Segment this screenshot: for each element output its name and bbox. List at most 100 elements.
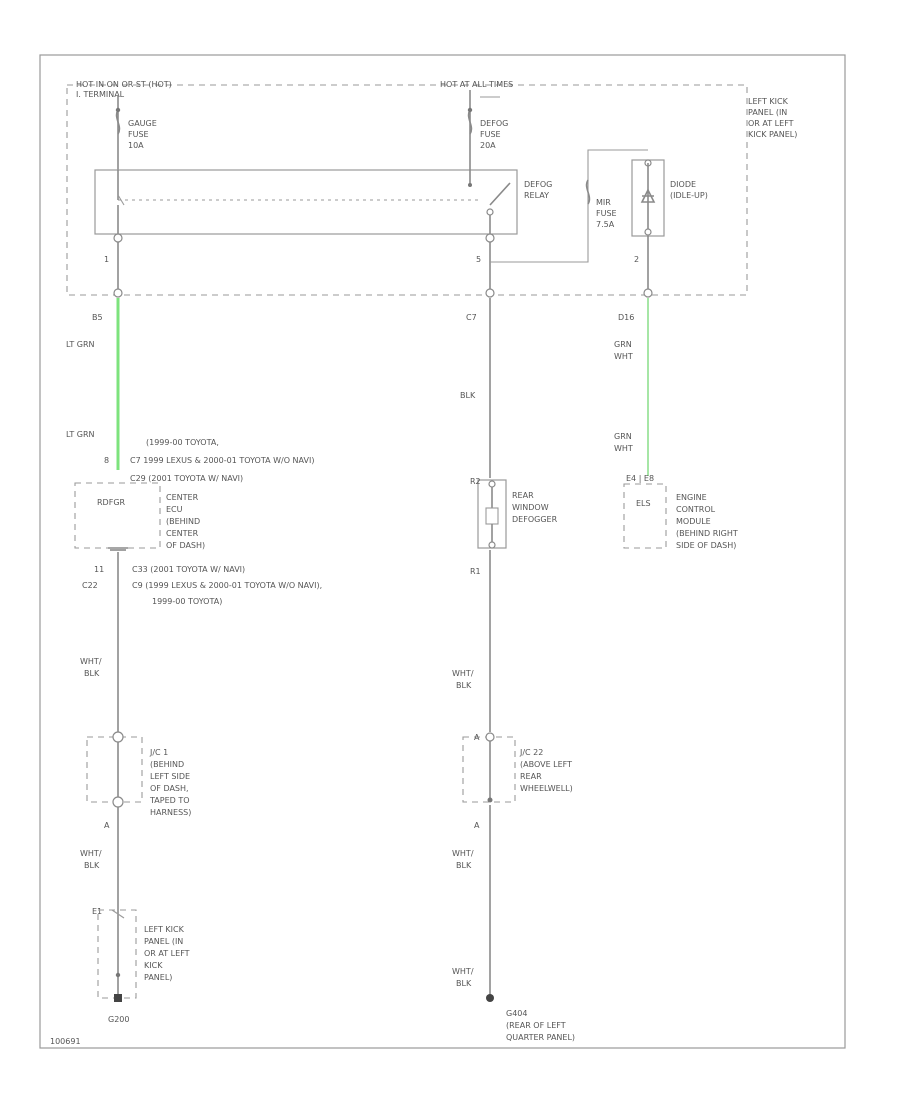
svg-text:DEFOGGER: DEFOGGER — [512, 515, 558, 524]
ground-left-pin: E1 — [92, 907, 102, 916]
panel-hot-start-label: HOT IN ON OR ST (HOT) — [76, 80, 172, 89]
svg-text:LEFT SIDE: LEFT SIDE — [150, 772, 190, 781]
pin-5: 5 — [476, 255, 481, 264]
svg-text:20A: 20A — [480, 141, 496, 150]
ecm-desc: ENGINE CONTROL MODULE (BEHIND RIGHT SIDE… — [676, 493, 738, 550]
svg-text:LEFT KICK: LEFT KICK — [144, 925, 185, 934]
svg-text:KICK PANEL): KICK PANEL) — [748, 130, 797, 139]
svg-text:WHT/: WHT/ — [452, 967, 474, 976]
svg-text:WHEELWELL): WHEELWELL) — [520, 784, 573, 793]
wire-wht-blk-4: WHT/ BLK — [452, 849, 474, 870]
svg-text:J/C 1: J/C 1 — [149, 748, 168, 757]
svg-text:BLK: BLK — [456, 861, 472, 870]
svg-text:WINDOW: WINDOW — [512, 503, 549, 512]
svg-text:REAR: REAR — [520, 772, 542, 781]
svg-text:PANEL (IN: PANEL (IN — [748, 108, 787, 117]
center-ecu-notes: (1999-00 TOYOTA, C7 1999 LEXUS & 2000-01… — [130, 438, 314, 483]
svg-text:(1999-00 TOYOTA,: (1999-00 TOYOTA, — [146, 438, 219, 447]
wire-wht-blk-3: WHT/ BLK — [452, 669, 474, 690]
jc22-desc: J/C 22 (ABOVE LEFT REAR WHEELWELL) — [519, 748, 573, 793]
center-ecu-bottom-notes: C33 (2001 TOYOTA W/ NAVI) C9 (1999 LEXUS… — [132, 565, 322, 606]
svg-text:(IDLE-UP): (IDLE-UP) — [670, 191, 708, 200]
center-ecu-pin-11: 11 — [94, 565, 104, 574]
diode-symbol — [640, 188, 656, 203]
pin-1: 1 — [104, 255, 109, 264]
svg-text:BLK: BLK — [84, 861, 100, 870]
connector-c7: C7 — [466, 313, 477, 322]
svg-text:GRN: GRN — [614, 340, 632, 349]
svg-text:QUARTER PANEL): QUARTER PANEL) — [506, 1033, 575, 1042]
wire-grn-wht-bottom: GRN WHT — [614, 432, 633, 453]
diagram-code: 100691 — [50, 1037, 81, 1046]
jc22-pin-bottom: A — [474, 821, 480, 830]
svg-text:ENGINE: ENGINE — [676, 493, 707, 502]
connector-b5: B5 — [92, 313, 103, 322]
svg-text:C9 (1999 LEXUS & 2000-01 TOYOT: C9 (1999 LEXUS & 2000-01 TOYOTA W/O NAVI… — [132, 581, 322, 590]
jc1-pin-a: A — [104, 821, 110, 830]
defogger-pin-top: R2 — [470, 477, 481, 486]
center-ecu-desc: CENTER ECU (BEHIND CENTER OF DASH) — [166, 493, 205, 550]
svg-text:WHT/: WHT/ — [80, 849, 102, 858]
ground-left-desc: LEFT KICK PANEL (IN OR AT LEFT KICK PANE… — [144, 925, 190, 982]
svg-text:WHT/: WHT/ — [452, 669, 474, 678]
panel-location-label: LEFT KICK PANEL (IN OR AT LEFT KICK PANE… — [748, 97, 797, 139]
svg-text:(REAR OF LEFT: (REAR OF LEFT — [506, 1021, 566, 1030]
svg-text:DEFOG: DEFOG — [524, 180, 552, 189]
svg-text:CENTER: CENTER — [166, 493, 199, 502]
svg-text:7.5A: 7.5A — [596, 220, 615, 229]
relay-box — [94, 169, 518, 235]
svg-text:FUSE: FUSE — [480, 130, 501, 139]
defog-fuse: DEFOG FUSE 20A — [467, 109, 508, 150]
rear-defogger-desc: REAR WINDOW DEFOGGER — [512, 491, 558, 524]
wire-grn-wht-top: GRN WHT — [614, 340, 633, 361]
svg-text:BLK: BLK — [456, 979, 472, 988]
svg-text:KICK: KICK — [144, 961, 163, 970]
mir-fuse: MIR FUSE 7.5A — [585, 179, 617, 229]
svg-text:OR AT LEFT: OR AT LEFT — [144, 949, 190, 958]
jc1-desc: J/C 1 (BEHIND LEFT SIDE OF DASH, TAPED T… — [149, 748, 191, 817]
svg-text:OF DASH): OF DASH) — [166, 541, 205, 550]
wire-wht-blk-5: WHT/ BLK — [452, 967, 474, 988]
panel-hot-all-label: HOT AT ALL TIMES — [440, 80, 513, 89]
center-ecu-label: RDFGR — [97, 498, 126, 507]
svg-text:FUSE: FUSE — [128, 130, 149, 139]
wire-lt-grn-top: LT GRN — [66, 340, 95, 349]
ecm-label: ELS — [636, 499, 651, 508]
svg-text:C7 1999 LEXUS & 2000-01 TOYOTA: C7 1999 LEXUS & 2000-01 TOYOTA W/O NAVI) — [130, 456, 314, 465]
svg-text:CONTROL: CONTROL — [676, 505, 716, 514]
svg-text:REAR: REAR — [512, 491, 534, 500]
ground-left-label: G200 — [108, 1015, 129, 1024]
svg-text:GRN: GRN — [614, 432, 632, 441]
svg-text:G404: G404 — [506, 1009, 527, 1018]
svg-text:WHT: WHT — [614, 352, 633, 361]
wire-blk: BLK — [460, 391, 476, 400]
svg-text:ECU: ECU — [166, 505, 183, 514]
jc22-pin-top: A — [474, 733, 480, 742]
svg-text:10A: 10A — [128, 141, 144, 150]
pin-2: 2 — [634, 255, 639, 264]
svg-text:(BEHIND: (BEHIND — [150, 760, 184, 769]
svg-text:C29 (2001 TOYOTA W/ NAVI): C29 (2001 TOYOTA W/ NAVI) — [130, 474, 243, 483]
svg-text:WHT/: WHT/ — [452, 849, 474, 858]
ground-left-box — [97, 909, 137, 999]
svg-text:C33 (2001 TOYOTA W/ NAVI): C33 (2001 TOYOTA W/ NAVI) — [132, 565, 245, 574]
wire-wht-blk-1: WHT/ BLK — [80, 657, 102, 678]
svg-text:BLK: BLK — [456, 681, 472, 690]
jc1-box — [86, 736, 143, 803]
connector-d16: D16 — [618, 313, 634, 322]
svg-text:WHT/: WHT/ — [80, 657, 102, 666]
svg-text:OR AT LEFT: OR AT LEFT — [748, 119, 794, 128]
svg-text:GAUGE: GAUGE — [128, 119, 157, 128]
svg-text:1999-00 TOYOTA): 1999-00 TOYOTA) — [152, 597, 222, 606]
svg-text:TAPED TO: TAPED TO — [149, 796, 190, 805]
diagram-frame — [39, 54, 846, 1049]
svg-text:SIDE OF DASH): SIDE OF DASH) — [676, 541, 736, 550]
ecm-pin: E4 | E8 — [626, 474, 654, 483]
svg-text:PANEL): PANEL) — [144, 973, 172, 982]
ground-right-label: G404 (REAR OF LEFT QUARTER PANEL) — [506, 1009, 575, 1042]
center-ecu-pin-8: 8 — [104, 456, 109, 465]
gauge-fuse: GAUGE FUSE 10A — [115, 109, 157, 150]
defogger-pin-bottom: R1 — [470, 567, 481, 576]
wire-lt-grn-bottom: LT GRN — [66, 430, 95, 439]
